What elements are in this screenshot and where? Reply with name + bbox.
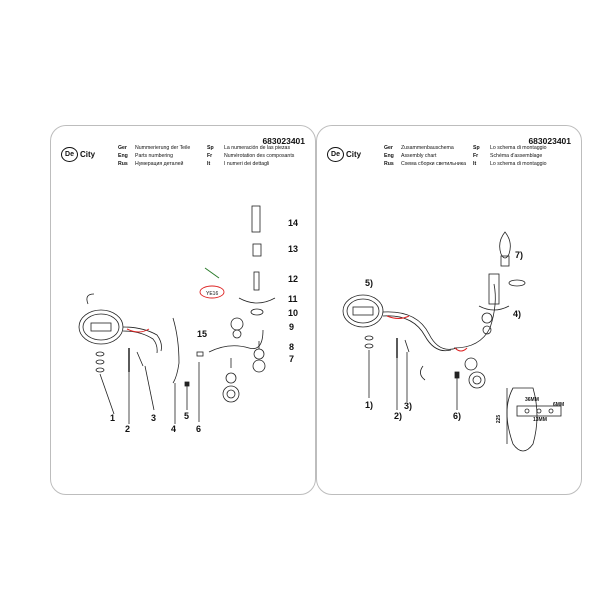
holder-part (90, 322, 112, 332)
wire-part (126, 328, 150, 333)
brand-logo: De City (61, 147, 95, 162)
caption-text: La numeración de las piezas (224, 145, 291, 151)
caption-lang: Eng (118, 153, 128, 159)
ring-part (253, 271, 260, 291)
candle-part (488, 273, 500, 305)
product-code: 683023401 (528, 136, 571, 146)
logo-mark: De (327, 147, 344, 162)
brand-logo: De City (327, 147, 361, 162)
parts-numbering-sheet: De City 683023401 Ger Nummerierung der T… (50, 125, 316, 495)
part-label: 12 (288, 274, 299, 284)
bobeche-part (478, 305, 510, 311)
hook-part (420, 365, 426, 381)
wall-plate-part (342, 294, 384, 328)
dimension-hole: 13MM (533, 417, 547, 423)
bulb-part (204, 267, 220, 279)
flame-bulb-part (499, 231, 511, 259)
pin-part (364, 335, 374, 341)
hook-part (86, 293, 95, 305)
caption-list: Ger Zusammenbauschema Sp Lo schema di mo… (384, 145, 574, 168)
screw-part (136, 351, 144, 367)
screw-part (404, 339, 410, 353)
rotate-arrow (508, 279, 526, 287)
assembly-chart-sheet: De City 683023401 Ger Zusammenbauschema … (316, 125, 582, 495)
logo-mark: De (61, 147, 78, 162)
step-label: 5) (365, 278, 374, 288)
step-label: 7) (515, 250, 524, 260)
caption-lang: Ger (118, 145, 127, 151)
nut-part (184, 381, 190, 387)
part-label: 1 (110, 413, 116, 423)
dimension-height: 225 (496, 414, 503, 424)
logo-text: City (346, 150, 362, 159)
step-label: 4) (513, 309, 522, 319)
logo-text: City (80, 150, 96, 159)
parts-drawing: YE16 (78, 205, 276, 424)
caption-text: Numérotation des composants (224, 153, 295, 159)
caption-lang: Fr (473, 153, 479, 159)
caption-lang: It (207, 161, 211, 167)
part-label: 13 (288, 244, 299, 254)
bobeche-part (238, 297, 276, 304)
caption-text: Zusammenbauschema (401, 145, 454, 151)
caption-lang: Fr (207, 153, 213, 159)
caption-lang: Rus (384, 161, 394, 167)
part-label: 7 (289, 354, 295, 364)
bulb-label: YE16 (206, 291, 218, 297)
caption-lang: Sp (207, 145, 214, 151)
part-label: 5 (184, 411, 190, 421)
wall-plate-part (78, 309, 124, 345)
caption-lang: Sp (473, 145, 480, 151)
step-label: 1) (365, 400, 374, 410)
caption-list: Ger Nummerierung der Teile Sp La numerac… (118, 145, 308, 168)
caption-lang: It (473, 161, 477, 167)
product-code: 683023401 (262, 136, 305, 146)
crystal-part (481, 312, 493, 324)
caption-text: Nummerierung der Teile (135, 145, 191, 151)
dimension-width: 36MM (525, 397, 539, 403)
caption-text: Нумерация деталей (135, 161, 184, 167)
part-label: 10 (288, 308, 299, 318)
part-label: 9 (289, 322, 295, 332)
part-label: 14 (288, 218, 299, 228)
caption-text: Lo schema di montaggio (490, 161, 547, 167)
step-label: 6) (453, 411, 462, 421)
part-label: 4 (171, 424, 177, 434)
nut-part (454, 371, 460, 379)
socket-part (252, 243, 262, 257)
caption-text: I numeri dei dettagli (224, 161, 270, 167)
wire-part (386, 315, 410, 319)
part-label: 11 (288, 294, 298, 304)
base-part (196, 351, 204, 357)
mounting-bar (516, 405, 562, 417)
caption-text: Lo schema di montaggio (490, 145, 547, 151)
pin-part (95, 351, 105, 357)
rod-part (172, 317, 180, 384)
wall-plate-inner (82, 313, 120, 341)
assembly-drawing (342, 231, 562, 452)
part-label: 15 (197, 329, 208, 339)
step-label: 2) (394, 411, 403, 421)
part-label: 8 (289, 342, 295, 352)
candle-tube-part (251, 205, 261, 233)
part-label: 2 (125, 424, 131, 434)
caption-lang: Eng (384, 153, 394, 159)
cap-part (250, 308, 264, 316)
caption-text: Схема сборки светильника (401, 161, 467, 167)
caption-lang: Ger (384, 145, 393, 151)
caption-text: Schéma d'assemblage (490, 153, 543, 159)
holder-part (352, 306, 374, 316)
crystal-part (230, 317, 244, 331)
candle-arm-part (208, 329, 264, 353)
arm-part (382, 311, 458, 350)
caption-text: Parts numbering (135, 153, 174, 159)
caption-text: Assembly chart (401, 153, 437, 159)
bulb-label-ring (199, 285, 225, 299)
part-label: 6 (196, 424, 202, 434)
step-label: 3) (404, 401, 413, 411)
caption-lang: Rus (118, 161, 128, 167)
arm-part (122, 326, 162, 352)
part-label: 3 (151, 413, 157, 423)
dimension-depth: 6MM (553, 402, 565, 408)
